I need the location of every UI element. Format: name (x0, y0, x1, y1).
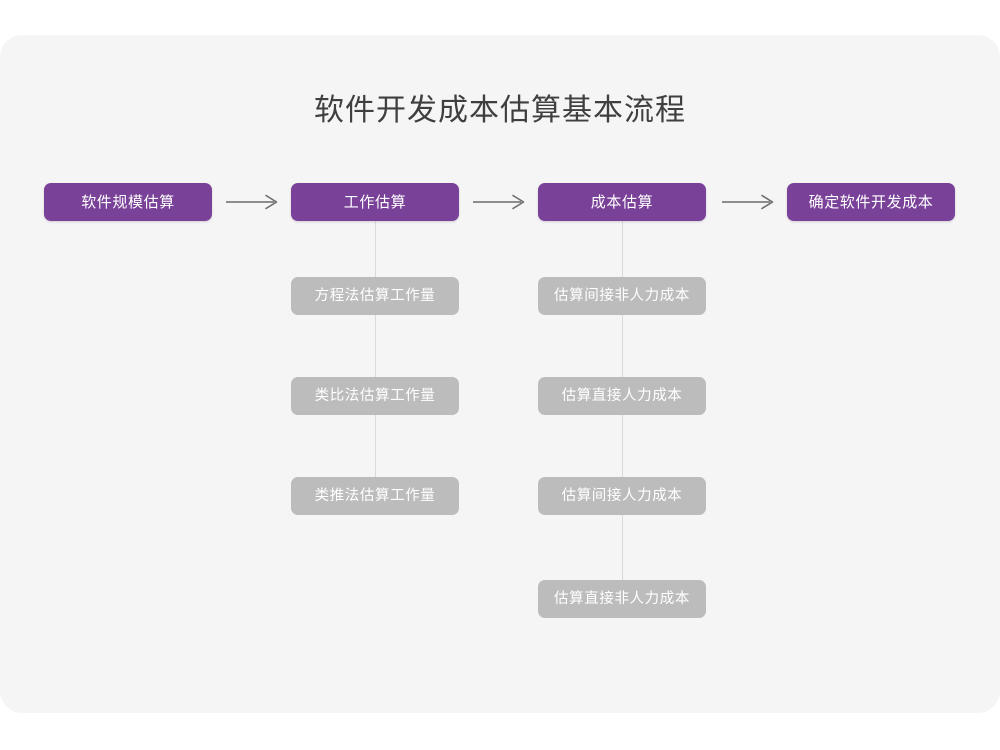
connector-cost-sub3-to-sub4 (622, 514, 623, 583)
connector-cost-sub1-to-sub2 (622, 314, 623, 380)
connector-stage3-to-sub1 (622, 220, 623, 280)
page-title: 软件开发成本估算基本流程 (314, 94, 686, 127)
connector-sub1-to-sub2 (375, 314, 376, 380)
content-card (0, 35, 1000, 713)
arrow-stage1-to-stage2 (224, 192, 282, 212)
substep-node-extrapolation-method-workload[interactable]: 类推法估算工作量 (291, 477, 459, 515)
connector-stage2-to-sub1 (375, 220, 376, 280)
substep-node-indirect-nonlabor-cost[interactable]: 估算间接非人力成本 (538, 277, 706, 315)
substep-node-analogy-method-workload[interactable]: 类比法估算工作量 (291, 377, 459, 415)
arrow-stage3-to-stage4 (720, 192, 778, 212)
stage-node-cost-estimation[interactable]: 成本估算 (538, 183, 706, 221)
substep-node-indirect-labor-cost[interactable]: 估算间接人力成本 (538, 477, 706, 515)
substep-node-direct-nonlabor-cost[interactable]: 估算直接非人力成本 (538, 580, 706, 618)
stage-node-work-estimation[interactable]: 工作估算 (291, 183, 459, 221)
substep-node-direct-labor-cost[interactable]: 估算直接人力成本 (538, 377, 706, 415)
connector-cost-sub2-to-sub3 (622, 414, 623, 480)
substep-node-equation-method-workload[interactable]: 方程法估算工作量 (291, 277, 459, 315)
arrow-stage2-to-stage3 (471, 192, 529, 212)
stage-node-determine-development-cost[interactable]: 确定软件开发成本 (787, 183, 955, 221)
stage-node-software-scale-estimation[interactable]: 软件规模估算 (44, 183, 212, 221)
connector-sub2-to-sub3 (375, 414, 376, 480)
